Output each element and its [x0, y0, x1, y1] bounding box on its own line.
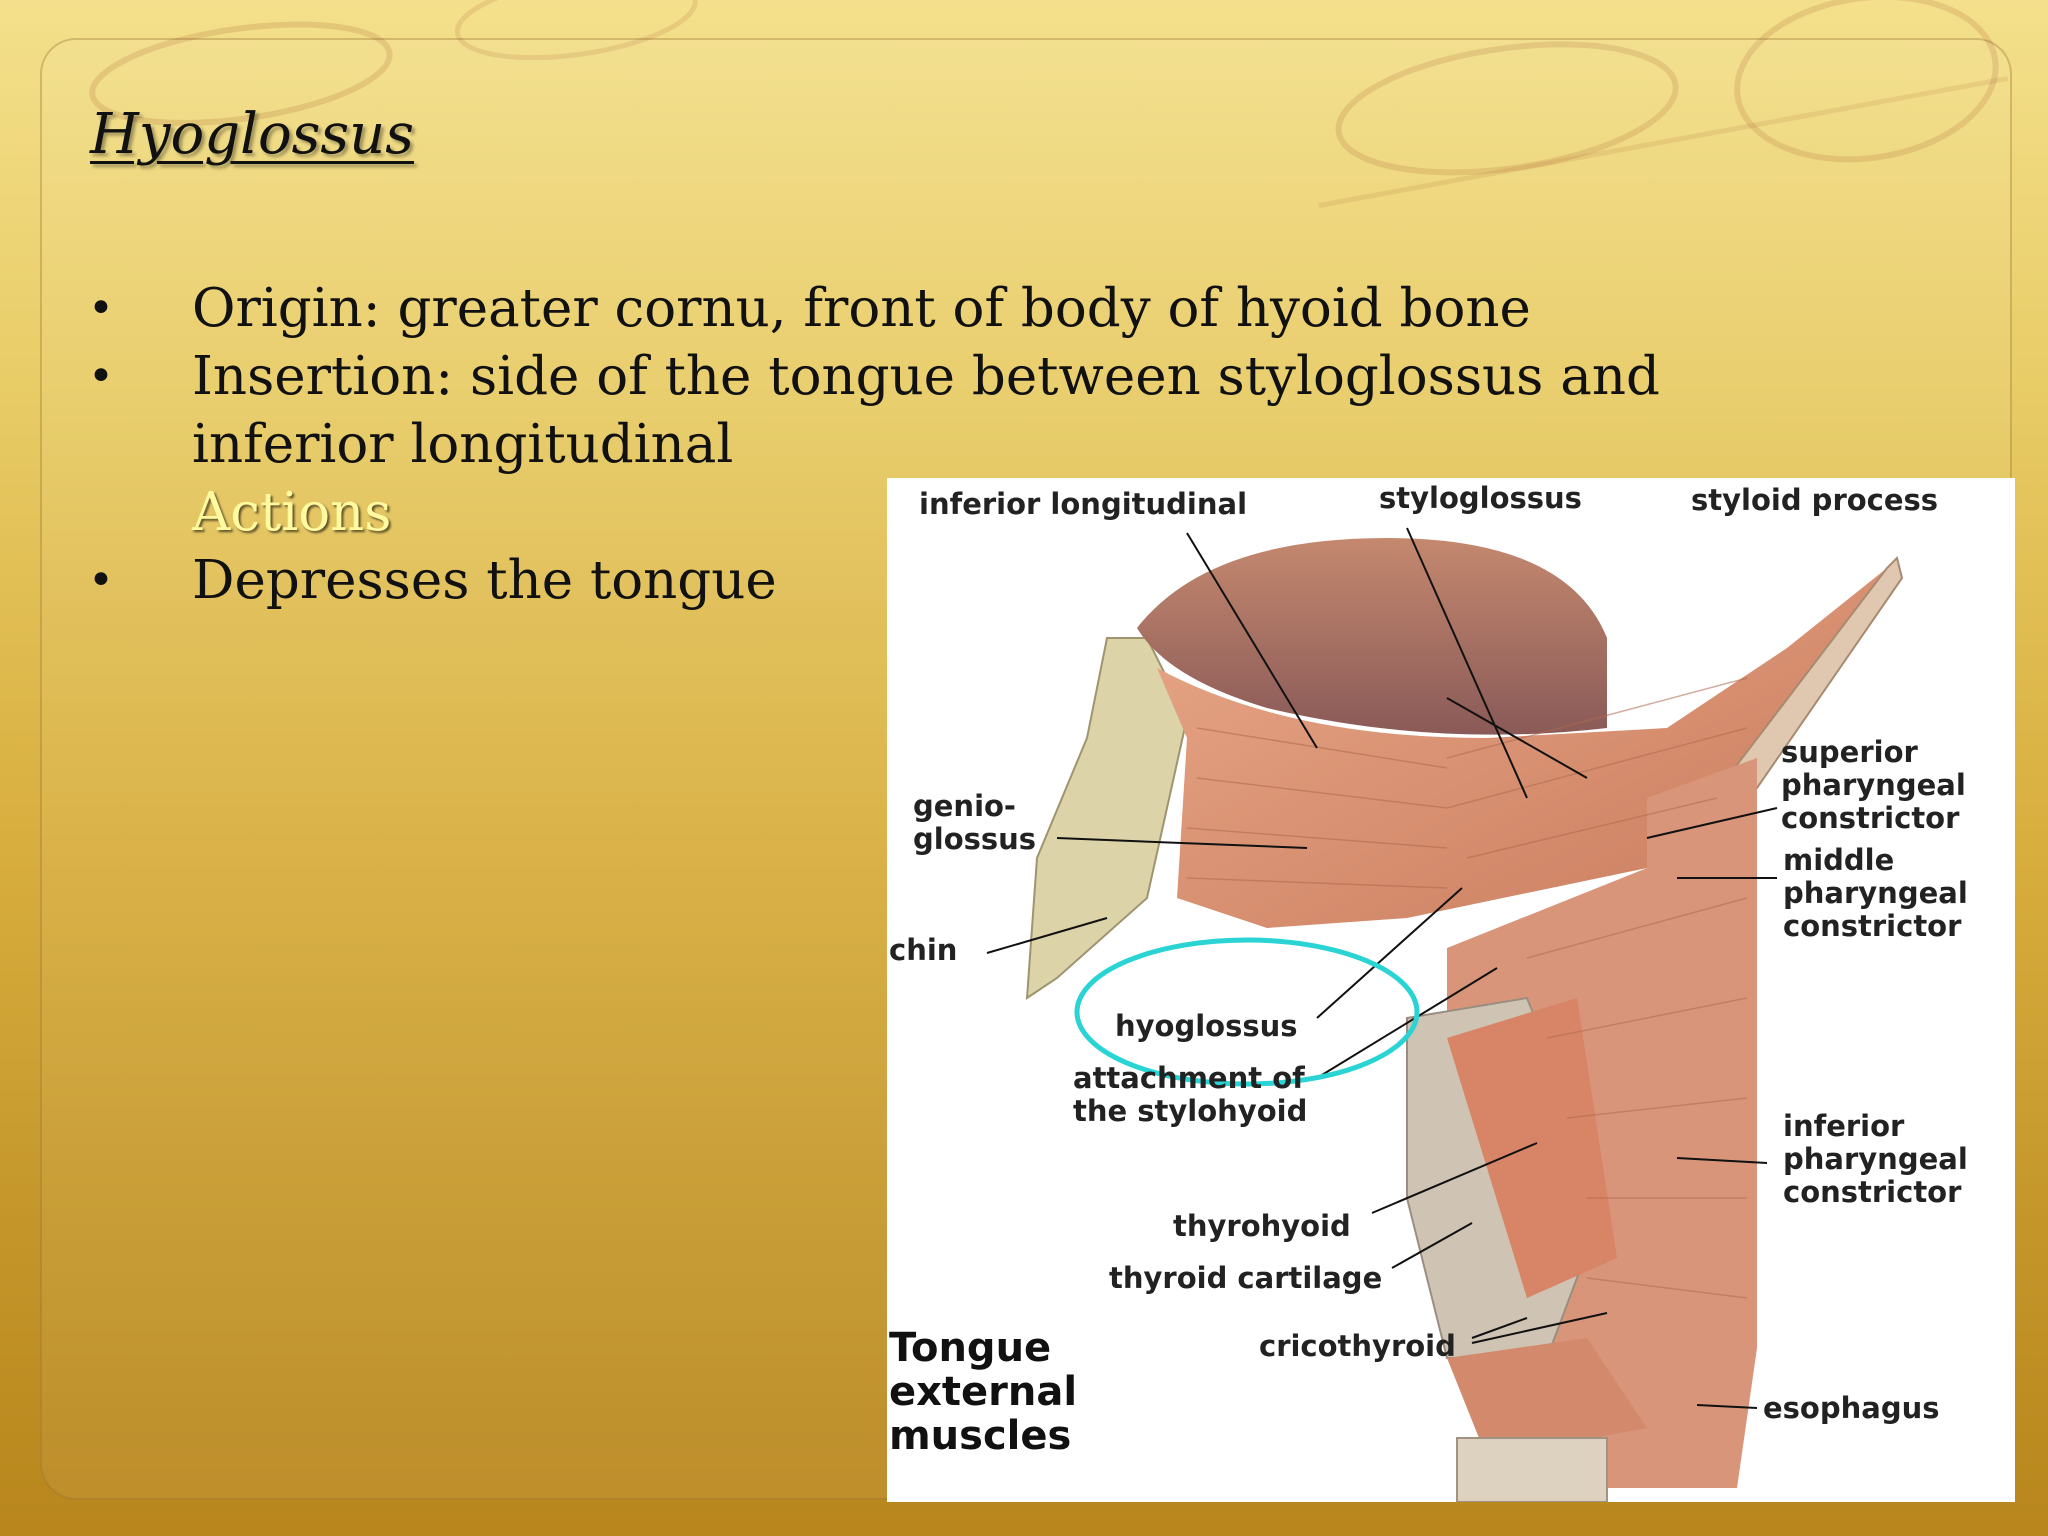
anatomy-figure: inferior longitudinal styloglossus stylo… — [887, 478, 2015, 1502]
cricothyroid-shape — [1447, 1338, 1647, 1458]
bullet-text: Insertion: side of the tongue between st… — [192, 346, 1660, 475]
bullet-origin: • Origin: greater cornu, front of body o… — [88, 275, 1808, 343]
label-thyrohyoid: thyrohyoid — [1173, 1209, 1351, 1243]
bullet-insertion: • Insertion: side of the tongue between … — [88, 343, 1808, 479]
bullet-list: • Origin: greater cornu, front of body o… — [88, 275, 1808, 615]
bullet-text: Origin: greater cornu, front of body of … — [192, 278, 1531, 339]
label-chin: chin — [889, 933, 958, 967]
bullet-text: Depresses the tongue — [192, 550, 777, 611]
figure-caption: Tongue external muscles — [889, 1325, 1078, 1459]
hyoglossus-highlight-ellipse — [1074, 937, 1420, 1087]
label-thyroid-cartilage: thyroid cartilage — [1109, 1261, 1383, 1295]
label-inferior-pharyngeal-constrictor: inferior pharyngeal constrictor — [1783, 1109, 1968, 1209]
slide-title: Hyoglossus — [90, 102, 414, 167]
tongue-body-shape — [1157, 568, 1887, 928]
label-hyoglossus: hyoglossus — [1115, 1009, 1298, 1043]
bullet-marker: • — [88, 351, 114, 402]
thyrohyoid-shape — [1447, 998, 1617, 1298]
tongue-muscles-illustration — [986, 527, 1904, 1502]
trachea-shape — [1456, 1437, 1608, 1502]
label-genioglossus: genio- glossus — [913, 789, 1037, 856]
mandible-shape — [1025, 637, 1189, 1000]
actions-heading: Actions — [192, 482, 392, 543]
label-cricothyroid: cricothyroid — [1259, 1329, 1456, 1363]
label-inferior-longitudinal: inferior longitudinal — [919, 487, 1248, 521]
label-esophagus: esophagus — [1763, 1391, 1940, 1425]
label-middle-pharyngeal-constrictor: middle pharyngeal constrictor — [1783, 843, 1968, 943]
bullet-marker: • — [88, 283, 114, 334]
bullet-marker: • — [88, 555, 114, 606]
tongue-dorsum-shape — [1137, 538, 1607, 735]
postmark-decoration — [1238, 0, 2041, 283]
muscle-fiber-lines — [1186, 677, 1748, 1299]
label-leader-lines — [986, 527, 1778, 1409]
label-styloid-process: styloid process — [1691, 483, 1939, 517]
postage-stamp-decoration — [56, 0, 764, 158]
label-styloglossus: styloglossus — [1379, 481, 1582, 515]
label-attachment-stylohyoid: attachment of the stylohyoid — [1073, 1061, 1308, 1128]
label-superior-pharyngeal-constrictor: superior pharyngeal constrictor — [1781, 735, 1966, 835]
bullet-action: • Depresses the tongue — [88, 547, 1808, 615]
